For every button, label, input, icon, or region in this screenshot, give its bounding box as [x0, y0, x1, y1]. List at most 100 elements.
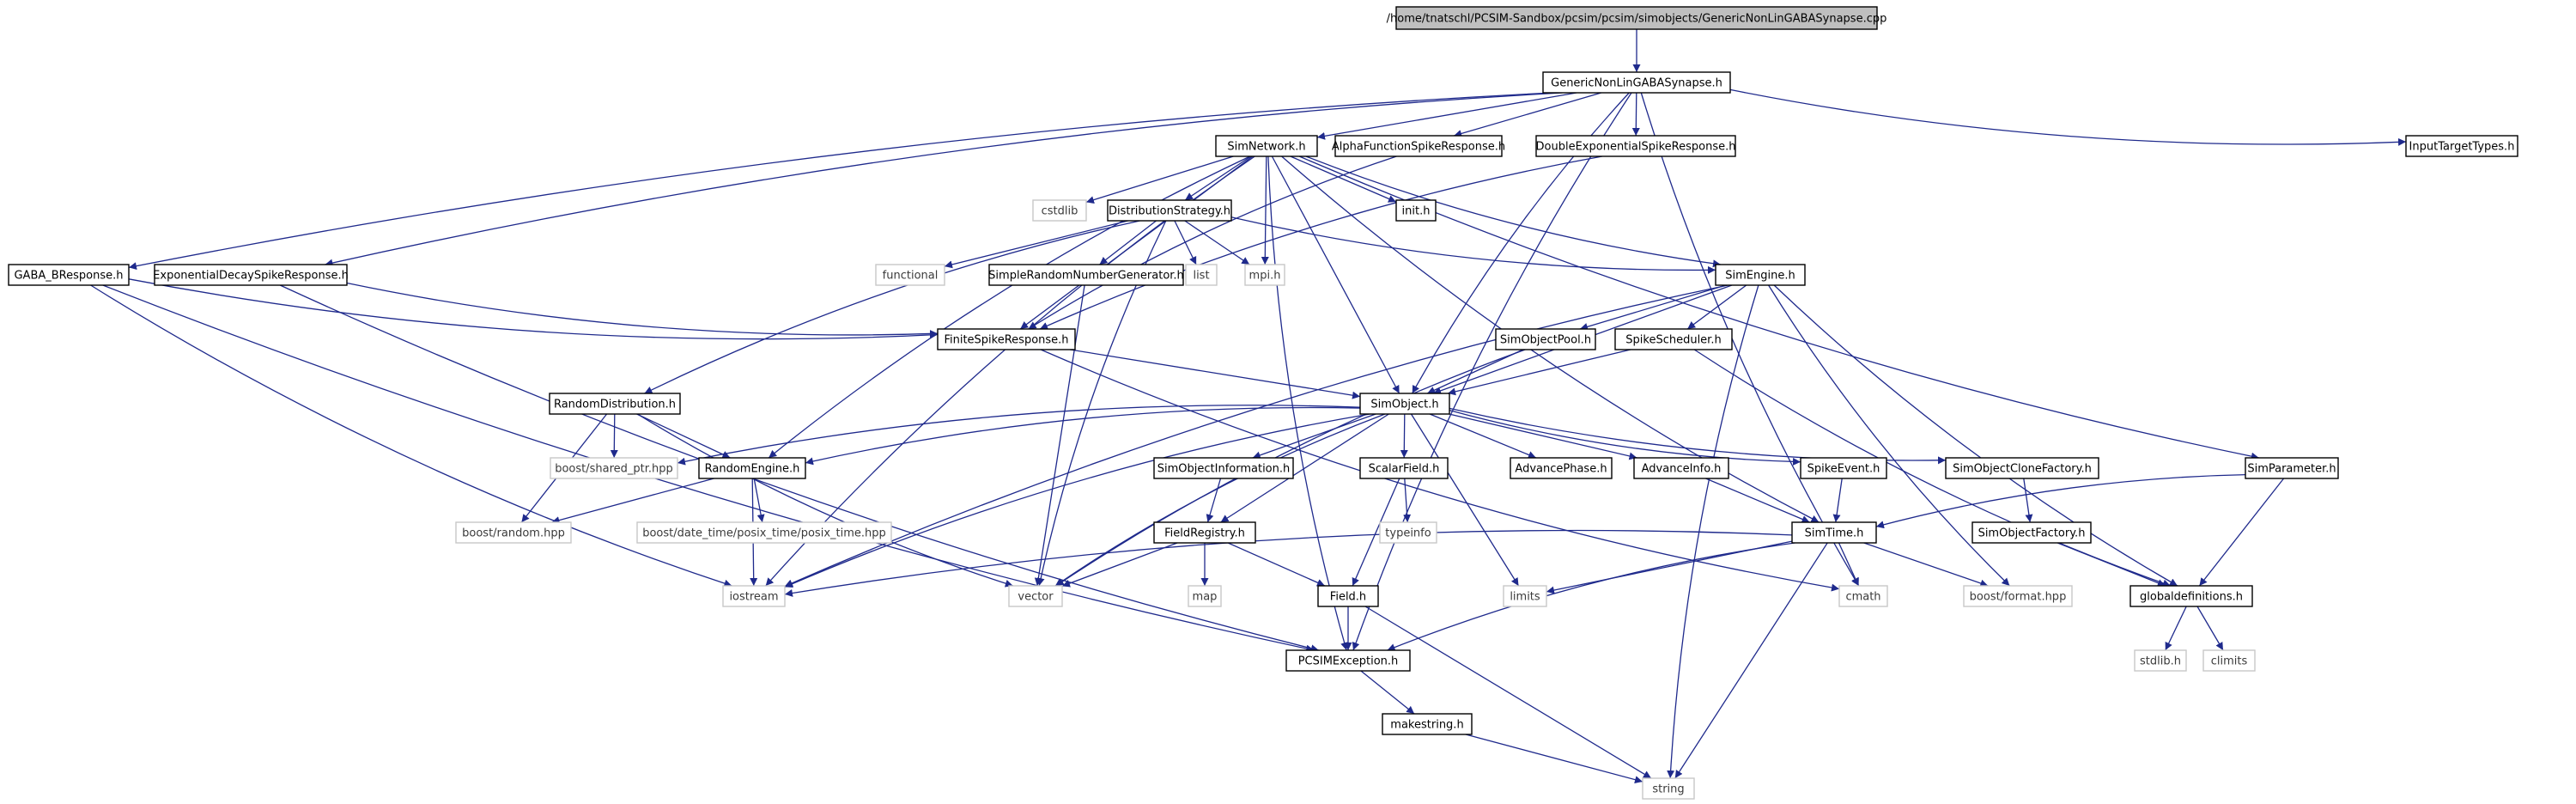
nodes-layer: /home/tnatschl/PCSIM-Sandbox/pcsim/pcsim… [8, 6, 2518, 800]
node-scalarfield[interactable]: ScalarField.h [1359, 457, 1449, 479]
edge-simobjinfo-to-fieldreg [1206, 478, 1222, 523]
edge-scalarfield-to-field [1352, 478, 1400, 587]
node-box-list [1185, 264, 1218, 286]
node-label-simnet: SimNetwork.h [1227, 141, 1305, 154]
edge-simtime-to-boostformat [1863, 542, 1989, 588]
edge-diststrat-to-mpi [1184, 220, 1250, 265]
node-label-simobjpool: SimObjectPool.h [1500, 334, 1591, 347]
edge-simengine-to-spikesched [1686, 284, 1747, 330]
node-box-iostream [722, 585, 786, 607]
edge-simengine-to-simobjpool [1579, 284, 1727, 331]
node-label-string: string [1652, 783, 1684, 796]
edge-randeng-to-posixtime [753, 478, 765, 523]
node-pcsimexc[interactable]: PCSIMException.h [1285, 649, 1411, 672]
node-randdist[interactable]: RandomDistribution.h [549, 393, 681, 415]
node-box-alpha [1334, 135, 1503, 157]
node-simnet[interactable]: SimNetwork.h [1215, 135, 1318, 157]
edge-simobject-to-sharedptr [677, 405, 1361, 466]
node-simengine[interactable]: SimEngine.h [1715, 264, 1806, 286]
edge-simobjfact-to-globaldefs [2057, 542, 2166, 587]
node-simtime[interactable]: SimTime.h [1791, 521, 1877, 544]
edge-gnlg-to-simobject [1412, 92, 1630, 394]
node-sharedptr: boost/shared_ptr.hpp [550, 457, 678, 479]
edge-simnet-to-simengine [1305, 155, 1722, 268]
node-box-pcsimexc [1285, 649, 1411, 672]
edge-advinfo-to-simtime [1705, 478, 1810, 523]
node-label-scalarfield: ScalarField.h [1369, 463, 1440, 476]
node-field[interactable]: Field.h [1317, 585, 1379, 607]
node-boostrandom: boost/random.hpp [455, 521, 572, 544]
edge-simnet-to-simparam [1298, 155, 2259, 460]
node-makestring[interactable]: makestring.h [1382, 713, 1473, 735]
node-box-simobject [1359, 393, 1450, 415]
node-label-vector: vector [1018, 591, 1054, 604]
node-box-expdecay [154, 264, 348, 286]
node-label-clonefact: SimObjectCloneFactory.h [1953, 463, 2092, 476]
node-spikeevent[interactable]: SpikeEvent.h [1800, 457, 1887, 479]
node-root[interactable]: /home/tnatschl/PCSIM-Sandbox/pcsim/pcsim… [1387, 6, 1887, 30]
node-box-simengine [1715, 264, 1806, 286]
node-spikesched[interactable]: SpikeScheduler.h [1614, 328, 1733, 350]
node-input[interactable]: InputTargetTypes.h [2405, 135, 2518, 157]
edge-clonefact-to-simobjfact [2023, 478, 2033, 523]
node-fieldreg[interactable]: FieldRegistry.h [1153, 521, 1256, 544]
node-box-fieldreg [1153, 521, 1256, 544]
edge-simnet-to-cstdlib [1085, 155, 1234, 204]
node-climits: climits [2202, 649, 2256, 672]
node-box-scalarfield [1359, 457, 1449, 479]
node-simobjinfo[interactable]: SimObjectInformation.h [1153, 457, 1294, 479]
node-advinfo[interactable]: AdvanceInfo.h [1633, 457, 1729, 479]
node-simparam[interactable]: SimParameter.h [2245, 457, 2339, 479]
node-simplerng[interactable]: SimpleRandomNumberGenerator.h [988, 264, 1184, 286]
edge-simengine-to-string [1667, 284, 1759, 779]
node-clonefact[interactable]: SimObjectCloneFactory.h [1945, 457, 2099, 479]
node-label-gnlg: GenericNonLinGABASynapse.h [1551, 77, 1722, 90]
node-cmath: cmath [1838, 585, 1888, 607]
edge-randdist-to-vector [636, 413, 1013, 588]
node-box-gnlg [1542, 71, 1731, 94]
edge-gabab-to-finite [128, 278, 939, 340]
node-label-input: InputTargetTypes.h [2409, 141, 2515, 154]
edge-alpha-to-finite [1028, 155, 1397, 330]
node-label-mpi: mpi.h [1249, 270, 1281, 283]
node-box-vector [1008, 585, 1063, 607]
edge-simparam-to-globaldefs [2198, 478, 2285, 587]
edge-simobject-to-simobjinfo [1252, 413, 1376, 460]
node-gnlg[interactable]: GenericNonLinGABASynapse.h [1542, 71, 1731, 94]
node-box-spikesched [1614, 328, 1733, 350]
node-label-stdlib: stdlib.h [2140, 655, 2181, 668]
node-globaldefs[interactable]: globaldefinitions.h [2129, 585, 2253, 607]
node-boostformat: boost/format.hpp [1963, 585, 2073, 607]
node-label-globaldefs: globaldefinitions.h [2140, 591, 2243, 604]
node-box-limits [1503, 585, 1547, 607]
node-label-list: list [1193, 270, 1209, 283]
node-label-simtime: SimTime.h [1805, 527, 1864, 540]
edge-dexp-to-finite [1039, 155, 1603, 330]
node-diststrat[interactable]: DistributionStrategy.h [1107, 199, 1232, 222]
node-box-climits [2202, 649, 2256, 672]
node-simobjfact[interactable]: SimObjectFactory.h [1971, 521, 2092, 544]
node-label-simobjfact: SimObjectFactory.h [1978, 527, 2086, 540]
node-label-cmath: cmath [1845, 591, 1880, 604]
node-box-gabab [8, 264, 130, 286]
edge-simengine-to-iostream [784, 284, 1728, 588]
node-randeng[interactable]: RandomEngine.h [698, 457, 806, 479]
node-alpha[interactable]: AlphaFunctionSpikeResponse.h [1332, 135, 1505, 157]
node-box-stdlib [2134, 649, 2187, 672]
edge-globaldefs-to-stdlib [2165, 606, 2187, 651]
node-advphase[interactable]: AdvancePhase.h [1510, 457, 1613, 479]
node-box-globaldefs [2129, 585, 2253, 607]
node-dexp[interactable]: DoubleExponentialSpikeResponse.h [1535, 135, 1736, 157]
edge-simobject-to-vector [1054, 413, 1386, 587]
node-simobjpool[interactable]: SimObjectPool.h [1495, 328, 1596, 350]
node-gabab[interactable]: GABA_BResponse.h [8, 264, 130, 286]
node-expdecay[interactable]: ExponentialDecaySpikeResponse.h [153, 264, 349, 286]
node-finite[interactable]: FiniteSpikeResponse.h [937, 328, 1076, 350]
edge-diststrat-to-functional [944, 220, 1128, 269]
node-box-typeinfo [1379, 521, 1437, 544]
node-label-expdecay: ExponentialDecaySpikeResponse.h [153, 270, 349, 283]
edge-randdist-to-randeng [636, 413, 731, 459]
node-simobject[interactable]: SimObject.h [1359, 393, 1450, 415]
node-box-advinfo [1633, 457, 1729, 479]
node-init[interactable]: init.h [1395, 199, 1437, 222]
